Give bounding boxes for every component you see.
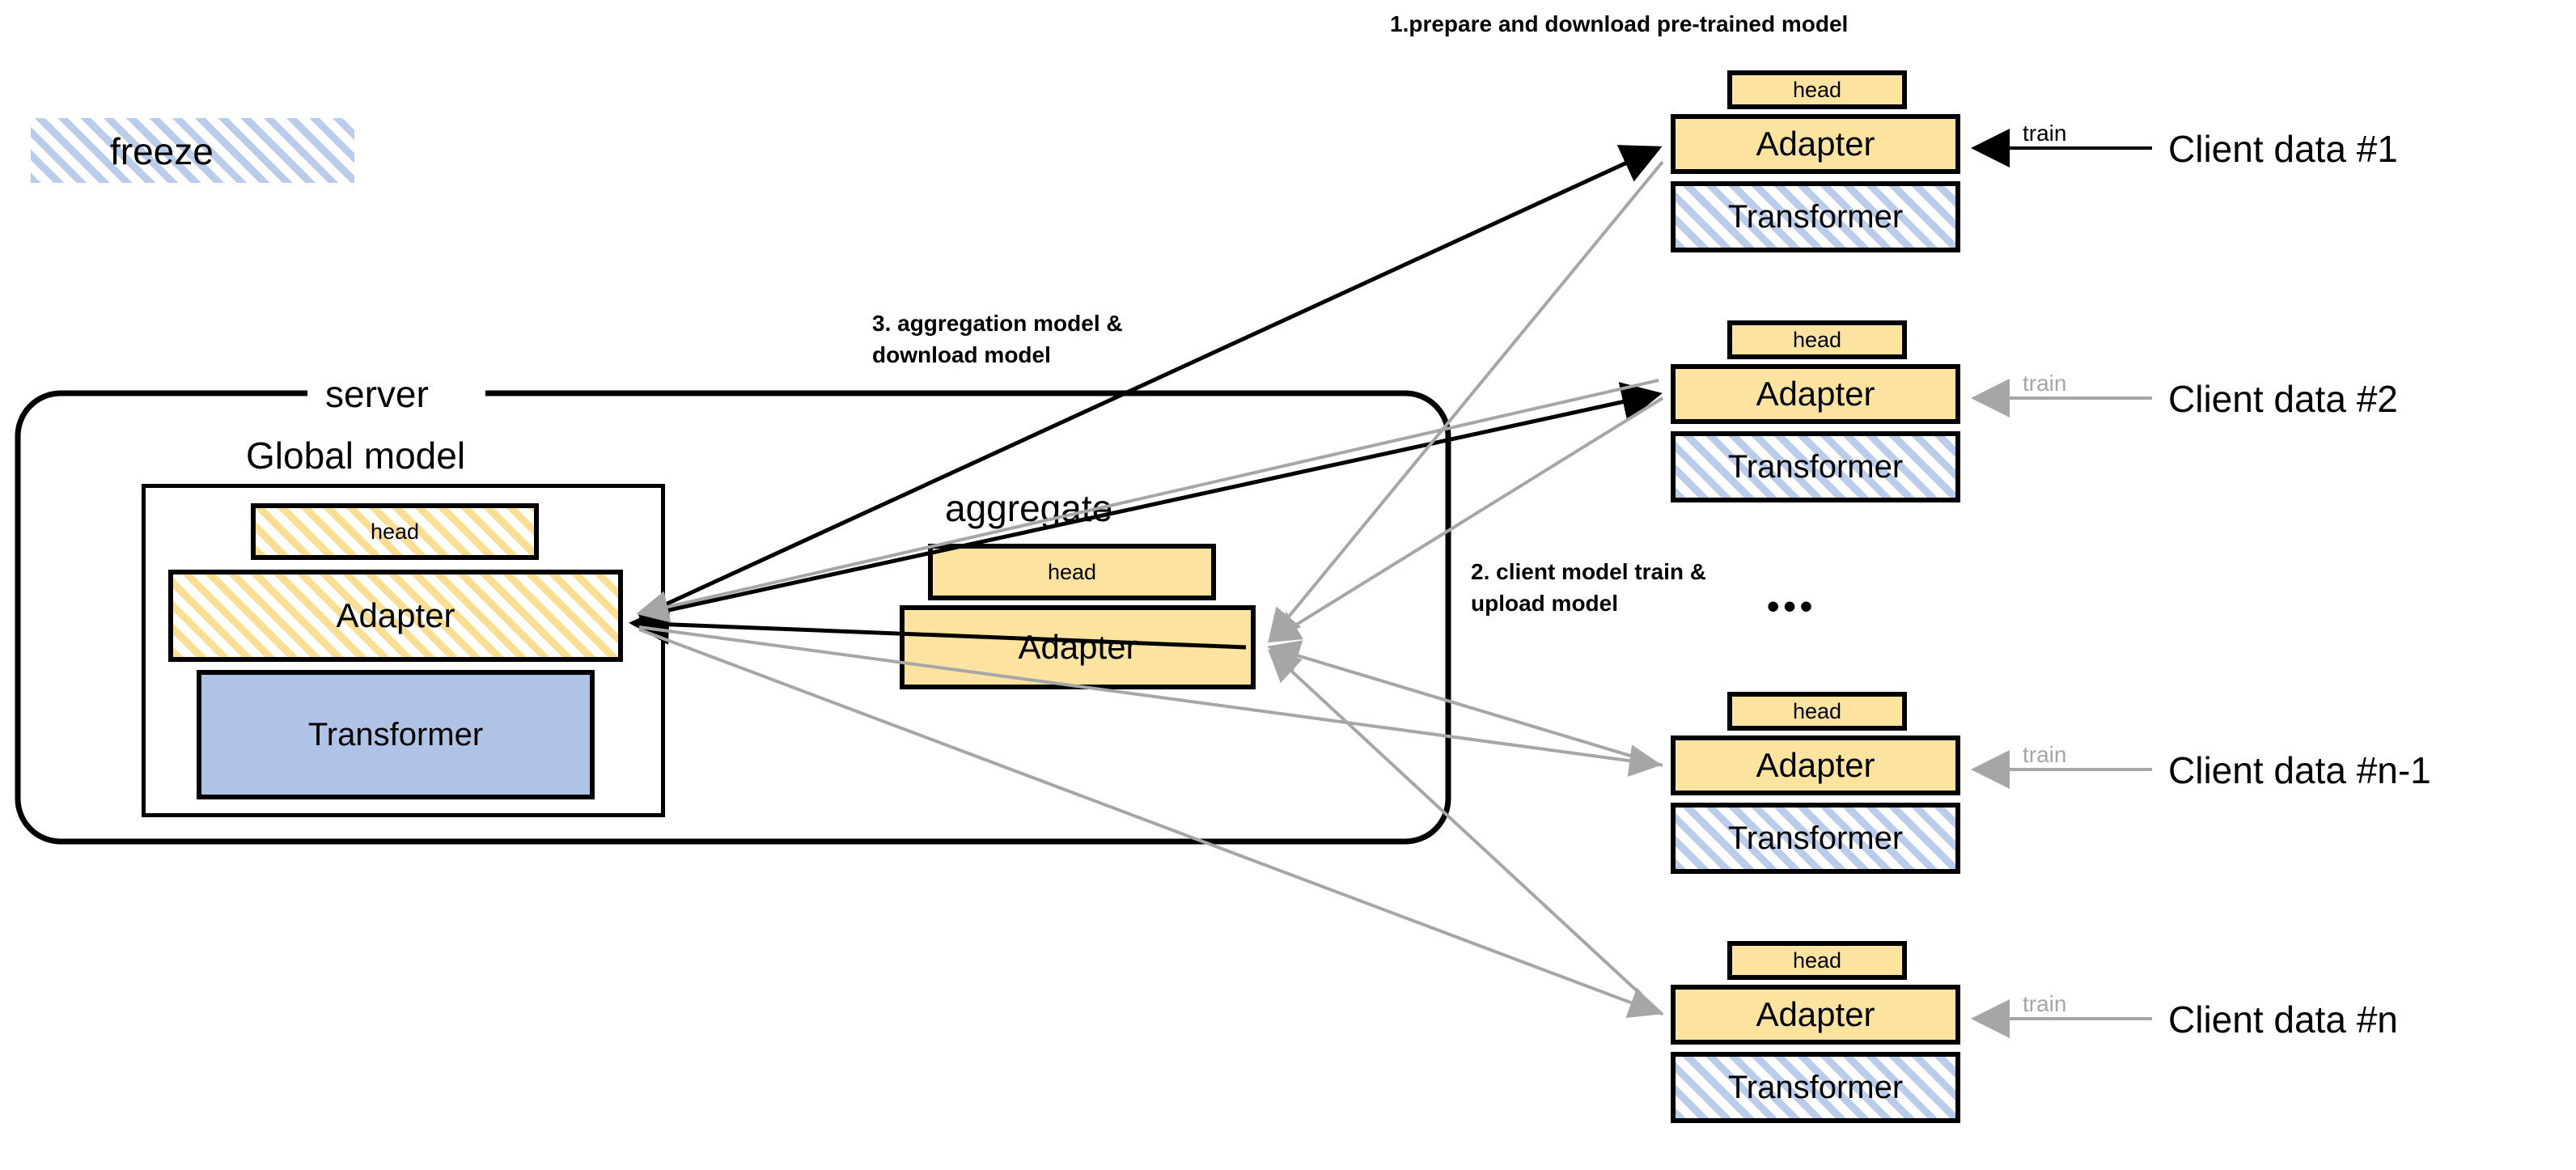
server-layer-transformer-label: Transformer bbox=[307, 717, 484, 752]
aggregate-title: aggregate bbox=[945, 487, 1113, 529]
global-model-title: Global model bbox=[246, 435, 466, 477]
client-1-layer-transformer-label: Transformer bbox=[1727, 199, 1904, 235]
client-1-layer-adapter-label: Adapter bbox=[1756, 125, 1875, 163]
freeze-legend-swatch bbox=[31, 118, 354, 183]
arrow-upload-client-n-to-aggregate bbox=[1268, 649, 1664, 1016]
client-2-data-label: Client data #2 bbox=[2168, 378, 2398, 420]
client-n-train-label: train bbox=[2023, 991, 2067, 1016]
client-n-layer-adapter-label: Adapter bbox=[1756, 995, 1875, 1033]
client-2-train-label: train bbox=[2023, 371, 2067, 396]
aggregate-layer-adapter-label: Adapter bbox=[1018, 628, 1138, 666]
client-n-layer-head-label: head bbox=[1792, 947, 1842, 973]
client-1-layer-transformer: Transformer bbox=[1671, 181, 1960, 252]
client-n-1-data-label: Client data #n-1 bbox=[2168, 749, 2431, 791]
client-n-layer-transformer: Transformer bbox=[1671, 1052, 1960, 1123]
client-n-layer-adapter: Adapter bbox=[1671, 985, 1960, 1045]
arrow-upload-client-n-1-to-aggregate bbox=[1267, 640, 1663, 767]
client-2-layer-head-label: head bbox=[1792, 327, 1842, 352]
client-n-1-layer-adapter: Adapter bbox=[1671, 735, 1960, 795]
client-2-layer-head: head bbox=[1727, 320, 1907, 359]
freeze-legend-label: freeze bbox=[110, 130, 214, 172]
client-n-layer-transformer-label: Transformer bbox=[1727, 1070, 1904, 1105]
client-n-1-layer-head-label: head bbox=[1792, 698, 1842, 723]
client-n-1-train-label: train bbox=[2023, 742, 2067, 767]
aggregate-layer-head-label: head bbox=[1047, 559, 1097, 584]
client-2-layer-transformer-label: Transformer bbox=[1727, 449, 1904, 485]
client-1-train-label: train bbox=[2023, 121, 2067, 146]
step-2-label-line1: 2. client model train & bbox=[1471, 559, 1706, 584]
step-3-label-line1: 3. aggregation model & bbox=[872, 311, 1123, 336]
client-1-layer-head: head bbox=[1727, 70, 1907, 109]
client-n-1-layer-adapter-label: Adapter bbox=[1756, 746, 1875, 784]
client-2-layer-transformer: Transformer bbox=[1671, 431, 1960, 502]
step-2-label-line2: upload model bbox=[1471, 591, 1618, 616]
client-n-data-label: Client data #n bbox=[2168, 998, 2398, 1041]
client-n-layer-head: head bbox=[1727, 941, 1907, 980]
step-3-label-line2: download model bbox=[872, 342, 1051, 367]
aggregate-layer-adapter: Adapter bbox=[900, 605, 1256, 689]
client-1-data-label: Client data #1 bbox=[2168, 128, 2398, 170]
client-1-layer-adapter: Adapter bbox=[1671, 114, 1960, 174]
server-layer-head-label: head bbox=[370, 519, 420, 544]
client-n-1-layer-head: head bbox=[1727, 692, 1907, 731]
step-1-label: 1.prepare and download pre-trained model bbox=[1390, 11, 1849, 36]
server-layer-head: head bbox=[251, 503, 539, 560]
client-2-layer-adapter-label: Adapter bbox=[1756, 375, 1875, 413]
clients-ellipsis-label: ••• bbox=[1767, 587, 1817, 626]
client-1-layer-head-label: head bbox=[1792, 77, 1842, 102]
client-2-layer-adapter: Adapter bbox=[1671, 364, 1960, 424]
server-layer-adapter: Adapter bbox=[168, 570, 623, 662]
client-n-1-layer-transformer-label: Transformer bbox=[1727, 820, 1904, 856]
aggregate-layer-head: head bbox=[928, 544, 1216, 600]
server-layer-adapter-label: Adapter bbox=[336, 596, 455, 634]
client-n-1-layer-transformer: Transformer bbox=[1671, 803, 1960, 874]
server-title: server bbox=[325, 373, 429, 415]
server-layer-transformer: Transformer bbox=[197, 670, 595, 799]
